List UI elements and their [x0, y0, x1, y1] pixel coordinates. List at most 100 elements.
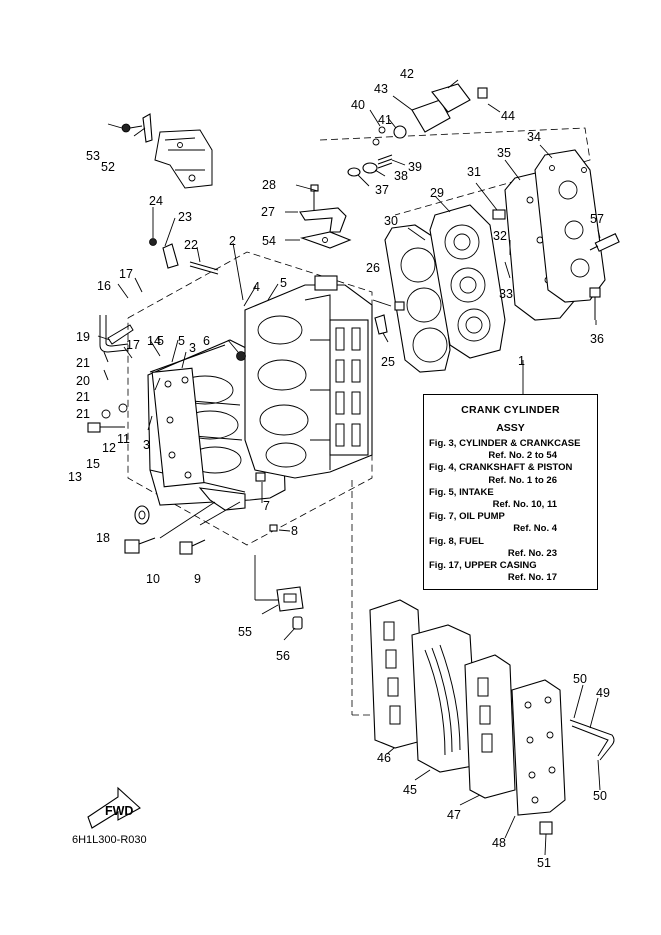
callout-6: 6 — [203, 334, 210, 348]
cap-56 — [292, 616, 303, 630]
callout-56: 56 — [276, 649, 290, 663]
hose-19 — [107, 324, 134, 345]
ref-fig: Fig. 3, CYLINDER & CRANKCASE — [429, 438, 581, 449]
callout-30: 30 — [384, 214, 398, 228]
ref-fig: Fig. 17, UPPER CASING — [429, 560, 537, 572]
cylinder-head-29 — [429, 204, 506, 359]
callout-2: 2 — [229, 234, 236, 248]
bolt-36 — [589, 287, 601, 320]
ref-no: Ref. No. 23 — [507, 547, 557, 559]
callout-3: 3 — [189, 341, 196, 355]
callout-14: 14 — [147, 334, 161, 348]
callout-21: 21 — [76, 407, 90, 421]
callout-40: 40 — [351, 98, 365, 112]
gasket-47 — [464, 654, 516, 799]
ref-fig: Fig. 4, CRANKSHAFT & PISTON — [429, 462, 573, 474]
callout-49: 49 — [596, 686, 610, 700]
callout-43: 43 — [374, 82, 388, 96]
outer-cover-48 — [511, 679, 566, 816]
callout-45: 45 — [403, 783, 417, 797]
callout-31: 31 — [467, 165, 481, 179]
ref-no: Ref. No. 17 — [507, 572, 557, 584]
stud-22 — [189, 261, 219, 275]
thermostat-parts — [347, 83, 488, 177]
callout-50: 50 — [573, 672, 587, 686]
leader-lines — [97, 79, 601, 856]
callout-4: 4 — [253, 280, 260, 294]
drawing-code: 6H1L300-R030 — [72, 834, 147, 846]
spark-plug-57 — [589, 232, 620, 252]
hose-49 — [569, 719, 615, 761]
ref-no: Ref. No. 2 to 54 — [488, 450, 557, 462]
bolt-9 — [179, 539, 206, 555]
callout-37: 37 — [375, 183, 389, 197]
clamp-54 — [299, 231, 352, 249]
callout-27: 27 — [261, 205, 275, 219]
callout-53: 53 — [86, 149, 100, 163]
callout-25: 25 — [381, 355, 395, 369]
callout-54: 54 — [262, 234, 276, 248]
callout-20: 20 — [76, 374, 90, 388]
callout-17: 17 — [119, 267, 133, 281]
bolt-31 — [492, 209, 506, 220]
callout-46: 46 — [377, 751, 391, 765]
assembly-boundary — [127, 127, 591, 716]
callout-32: 32 — [493, 229, 507, 243]
callout-35: 35 — [497, 146, 511, 160]
bolt-7 — [255, 472, 266, 482]
nut-11 — [118, 403, 128, 413]
fwd-label: FWD — [105, 804, 133, 818]
callout-9: 9 — [194, 572, 201, 586]
clip-25 — [374, 314, 388, 335]
callout-48: 48 — [492, 836, 506, 850]
callout-17: 17 — [126, 338, 140, 352]
pin-8 — [269, 524, 278, 532]
ref-no: Ref. No. 4 — [513, 523, 557, 535]
ref-fig: Fig. 8, FUEL — [429, 535, 484, 547]
callout-52: 52 — [101, 160, 115, 174]
grommet-6 — [236, 351, 246, 361]
callout-34: 34 — [527, 130, 541, 144]
callout-10: 10 — [146, 572, 160, 586]
callout-33: 33 — [499, 287, 513, 301]
clip-21 — [103, 351, 109, 381]
callout-12: 12 — [102, 441, 116, 455]
ref-fig: Fig. 5, INTAKE — [429, 486, 494, 498]
callout-42: 42 — [400, 67, 414, 81]
washer-12 — [101, 409, 111, 419]
bracket-52 — [142, 113, 213, 189]
callout-29: 29 — [430, 186, 444, 200]
callout-57: 57 — [590, 212, 604, 226]
callout-11: 11 — [117, 432, 130, 446]
callout-22: 22 — [184, 238, 198, 252]
callout-21: 21 — [76, 356, 90, 370]
callout-5: 5 — [280, 276, 287, 290]
callout-44: 44 — [501, 109, 515, 123]
callout-3: 3 — [143, 438, 150, 452]
callout-55: 55 — [238, 625, 252, 639]
bolt-26 — [394, 301, 405, 311]
callout-41: 41 — [378, 113, 392, 127]
hose-16 — [99, 315, 129, 353]
callout-7: 7 — [263, 499, 270, 513]
callout-50: 50 — [593, 789, 607, 803]
bolt-51 — [539, 821, 553, 835]
assembly-reference-box: CRANK CYLINDER ASSY Fig. 3, CYLINDER & C… — [423, 394, 598, 590]
assembly-subtitle: ASSY — [496, 422, 525, 434]
callout-labels: 2 3 3 4 5 5 5 6 7 8 9 10 11 12 13 14 15 … — [68, 67, 610, 870]
callout-28: 28 — [262, 178, 276, 192]
callout-19: 19 — [76, 330, 90, 344]
callout-1: 1 — [518, 354, 525, 368]
callout-5: 5 — [178, 334, 185, 348]
bolt-13 — [87, 422, 125, 433]
bolt-24 — [149, 238, 157, 246]
callout-47: 47 — [447, 808, 461, 822]
callout-51: 51 — [537, 856, 551, 870]
callout-5: 5 — [157, 334, 164, 348]
assembly-title: CRANK CYLINDER — [461, 404, 560, 416]
callout-15: 15 — [86, 457, 100, 471]
bracket-23 — [162, 243, 179, 269]
gasket-30 — [384, 224, 451, 373]
callout-38: 38 — [394, 169, 408, 183]
